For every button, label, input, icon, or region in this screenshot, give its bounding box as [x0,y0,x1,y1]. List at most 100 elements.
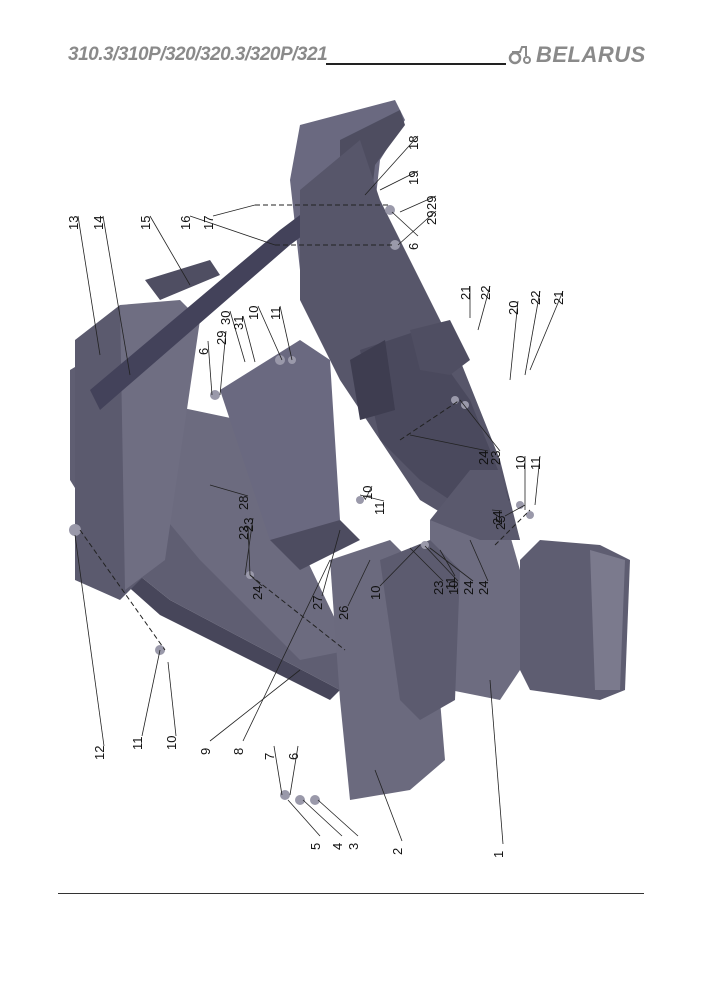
callout-label: 29 [424,211,439,225]
callout-label: 10 [368,586,383,600]
callout-label: 11 [528,457,543,471]
callout-label: 1 [491,851,506,858]
callout-label: 4 [330,843,345,850]
callout-label: 24 [476,451,491,465]
callout-label: 24 [476,581,491,595]
callout-leader [379,170,419,191]
callout-label: 5 [308,843,323,850]
callout-leader [209,669,301,742]
callout-leader [74,534,105,747]
callout-leader [534,455,541,506]
callout-leader [302,799,343,837]
callout-leader [77,215,101,356]
callout-leader [207,340,213,396]
callout-leader [229,310,246,363]
callout-leader [477,285,491,331]
callout-leader [212,204,256,217]
callout-label: 11 [268,307,283,321]
callout-leader [219,330,227,396]
callout-leader [397,210,437,246]
callout-label: 23 [488,451,503,465]
callout-leader [242,559,331,742]
callout-label: 26 [336,606,351,620]
callout-leader [364,485,373,501]
parts-drawing [69,100,630,805]
brand-name: BELARUS [536,42,646,67]
callout-label: 6 [196,348,211,355]
callout-label: 6 [406,243,421,250]
callout-leader [529,290,564,371]
callout-leader [399,195,437,213]
callout-leader [374,769,403,842]
callout-leader [509,300,519,381]
callout-leader [489,679,504,845]
callout-leader [141,649,161,737]
callout-label: 24 [461,581,476,595]
callout-leader [364,135,419,196]
callout-label: 10 [446,581,461,595]
callout-label: 10 [164,736,179,750]
callout-label: 3 [346,843,361,850]
callout-label: 23 [431,581,446,595]
callout-label: 24 [250,586,265,600]
callout-leader [102,215,131,376]
callout-label: 24 [490,511,505,525]
footer-rule [58,893,644,894]
callout-label: 15 [138,216,153,230]
callout-label: 2 [390,848,405,855]
callout-label: 30 [218,311,233,325]
callout-label: 17 [201,216,216,230]
callout-label: 23 [236,526,251,540]
callout-leader [391,211,419,237]
callout-label: 21 [458,286,473,300]
callout-label: 11 [130,737,145,751]
callout-leader [429,547,474,582]
callout-leader [459,399,501,452]
callout-label: 9 [198,748,213,755]
callout-leader [439,549,456,577]
callout-label: 12 [92,746,107,760]
callout-leader [469,539,489,582]
callout-label: 14 [91,216,106,230]
callout-label: 7 [262,753,277,760]
header-rule [326,63,506,65]
callout-label: 10 [360,486,375,500]
callout-label: 8 [231,748,246,755]
callout-leader [504,504,526,517]
callout-leader [209,484,249,497]
callout-leader [409,547,444,582]
callout-leader [347,559,371,607]
callout-label: 16 [178,216,193,230]
callout-label: 10 [246,306,261,320]
callout-label: 10 [513,456,528,470]
callout-leader [249,574,263,587]
callout-label: 18 [406,136,421,150]
callout-label: 19 [406,171,421,185]
brand-logo: BELARUS [508,42,646,68]
callout-leader [321,529,341,597]
page-title: 310.3/310P/320/320.3/320P/321 [68,44,328,65]
callout-label: 29 [214,331,229,345]
callout-leader [491,509,503,512]
callout-label: 22 [528,291,543,305]
callout-label: 13 [66,216,81,230]
callout-label: 11 [372,502,387,516]
callout-leader [167,661,177,737]
tractor-icon [508,46,531,65]
callout-label: 6 [286,753,301,760]
callout-label: 29 [424,196,439,210]
callout-label: 27 [310,596,325,610]
callout-leader [189,215,276,246]
callout-leader [317,799,359,837]
callout-leader [149,215,191,286]
callout-label: 21 [551,291,566,305]
callout-label: 25 [493,516,508,530]
callout-label: 11 [443,577,458,591]
callout-leader [279,305,293,361]
callout-leader [257,305,283,361]
callout-label: 22 [478,286,493,300]
callout-leader [424,545,459,582]
callout-leader [359,494,385,502]
